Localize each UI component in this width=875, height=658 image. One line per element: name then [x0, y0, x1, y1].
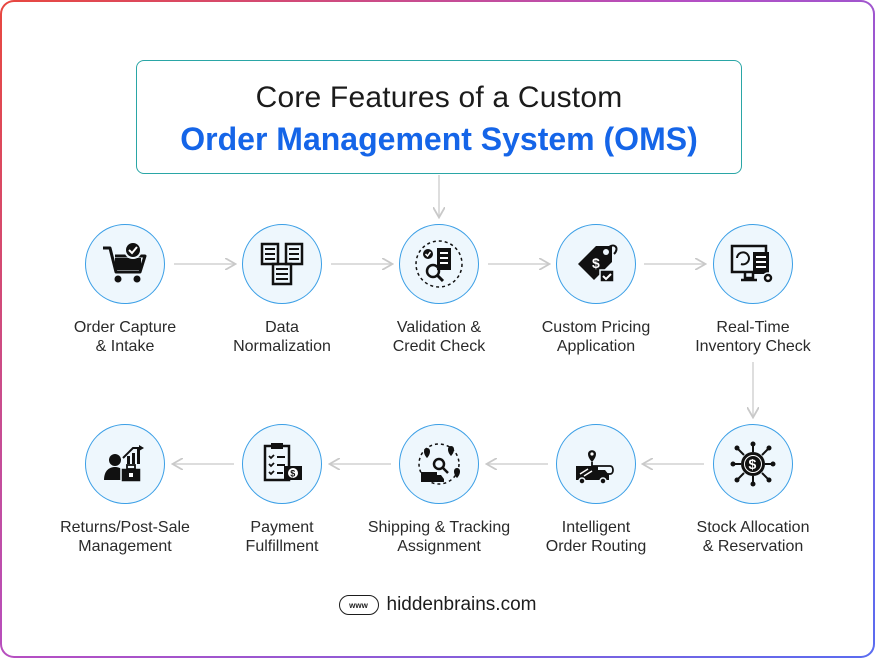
step-shipping-tracking: Shipping & Tracking Assignment: [354, 424, 524, 556]
business-growth-icon: [104, 445, 144, 483]
step-circle: [713, 224, 793, 304]
svg-text:$: $: [592, 255, 600, 271]
dollar-coin-network-icon: $: [730, 441, 776, 487]
step-circle: [85, 424, 165, 504]
step-circle: [399, 424, 479, 504]
step-circle: $: [556, 224, 636, 304]
step-label: Returns/Post-Sale Management: [60, 519, 190, 555]
monitor-clipboard-icon: [730, 244, 774, 284]
step-circle: [399, 224, 479, 304]
step-inventory-check: Real-Time Inventory Check: [668, 224, 838, 356]
title-line-2: Order Management System (OMS): [180, 121, 698, 157]
step-label: Custom Pricing Application: [541, 319, 651, 355]
step-data-normalization: Data Normalization: [197, 224, 367, 356]
title-line-1: Core Features of a Custom: [255, 81, 623, 114]
step-label: Stock Allocation & Reservation: [696, 519, 810, 555]
step-circle: $: [713, 424, 793, 504]
step-circle: [85, 224, 165, 304]
step-label: Shipping & Tracking Assignment: [367, 519, 511, 555]
step-payment: $ Payment Fulfillment: [197, 424, 367, 556]
invoice-dollar-icon: $: [263, 443, 302, 482]
step-order-routing: Intelligent Order Routing: [511, 424, 681, 556]
title-box: Core Features of a Custom Order Manageme…: [136, 60, 742, 174]
svg-text:$: $: [290, 469, 295, 479]
footer: www hiddenbrains.com: [2, 594, 873, 616]
globe-www-icon: www: [338, 595, 379, 615]
svg-text:$: $: [749, 456, 757, 472]
step-label: Data Normalization: [233, 319, 331, 355]
step-stock-allocation: $ Stock Allocation & Reservation: [668, 424, 838, 556]
step-circle: [556, 424, 636, 504]
step-custom-pricing: $ Custom Pricing Application: [511, 224, 681, 356]
shopping-cart-check-icon: [103, 241, 147, 283]
step-returns: Returns/Post-Sale Management: [40, 424, 210, 556]
data-grid-icon: [260, 242, 304, 286]
step-label: Payment Fulfillment: [245, 519, 319, 555]
www-badge-text: www: [349, 600, 368, 610]
step-label: Validation & Credit Check: [392, 319, 486, 355]
step-label: Intelligent Order Routing: [545, 519, 647, 555]
truck-route-icon: [576, 450, 614, 485]
checklist-magnifier-icon: [415, 240, 463, 288]
step-circle: $: [242, 424, 322, 504]
price-tag-icon: $: [578, 244, 618, 283]
step-validation: Validation & Credit Check: [354, 224, 524, 356]
step-label: Order Capture & Intake: [73, 319, 177, 355]
step-circle: [242, 224, 322, 304]
step-order-capture: Order Capture & Intake: [40, 224, 210, 356]
step-label: Real-Time Inventory Check: [695, 319, 811, 355]
location-tracking-icon: [418, 443, 460, 485]
footer-website[interactable]: hiddenbrains.com: [386, 594, 537, 615]
